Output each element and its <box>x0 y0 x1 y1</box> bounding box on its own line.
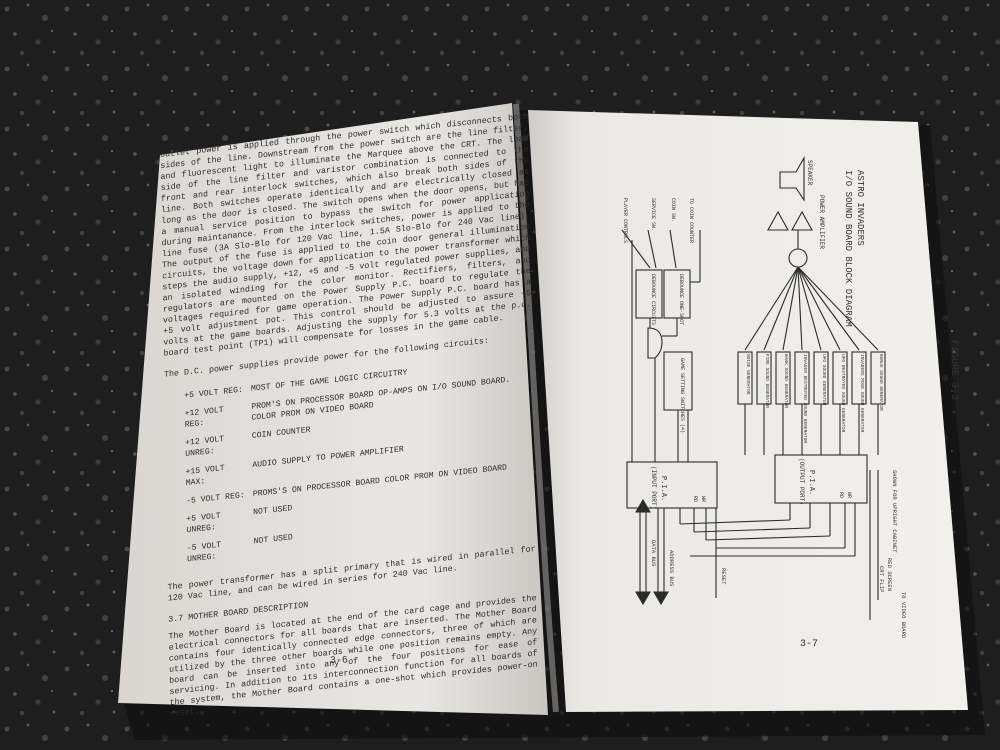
pia-output-sub: (OUTPUT PORT) <box>798 458 805 505</box>
diagram-title: I/O SOUND BOARD BLOCK DIAGRAM <box>843 170 853 327</box>
cabinet-label: SHOWN FOR UPRIGHT CABINET <box>891 470 898 553</box>
or-gate <box>647 327 663 359</box>
figure-label: FIGURE 3-3 <box>948 340 959 400</box>
power-amp-triangle <box>767 210 789 231</box>
game-setting-switches-label: GAME SETTING SWITCHES (4) <box>679 358 685 433</box>
power-amp-triangle-2 <box>791 210 813 231</box>
speaker-label: SPEAKER <box>806 160 813 186</box>
power-amp-label: POWER AMPLIFIER <box>818 195 825 249</box>
crt-flip-label: CRT FLIP <box>878 566 885 592</box>
book-gutter <box>513 103 559 713</box>
pia-input-sub: (INPUT PORT) <box>650 466 657 509</box>
supplies-table: +5 VOLT REG:MOST OF THE GAME LOGIC CIRCU… <box>184 352 535 570</box>
pia-input-rd: RD <box>692 496 698 502</box>
video-board-label: TO VIDEO BOARD <box>900 592 907 639</box>
right-page <box>528 110 968 712</box>
diagram-subtitle: ASTRO INVADERS <box>855 170 865 246</box>
pia-input-wr: WR <box>700 496 706 502</box>
pia-output-wr: WR <box>846 492 852 498</box>
debounce-circuits-box <box>635 269 663 319</box>
supply-reg: -5 VOLT UNREG: <box>186 540 222 565</box>
generator-label-2: BANK SOUND GENERATOR <box>783 354 789 408</box>
pia-input-box <box>626 461 718 509</box>
pia-output-box <box>774 454 868 504</box>
right-page-number: 3-7 <box>800 639 818 650</box>
input-label-3: TO COIN COUNTER <box>688 198 694 243</box>
pia-output-rd: RD <box>838 492 844 498</box>
address-bus-label: ADDRESS BUS <box>668 550 675 587</box>
left-page-text: outlet power is applied through the powe… <box>160 111 538 730</box>
data-bus-label: DATA BUS <box>650 540 657 567</box>
generator-label-0: NOISE GENERATOR <box>745 354 751 395</box>
power-paragraph: outlet power is applied through the powe… <box>160 111 532 359</box>
debounce-oneshot-label: DEBOUNCE ONE-SHOT <box>678 274 684 325</box>
generator-label-4: UFO SOUND GENERATOR <box>821 354 827 406</box>
data-bus <box>635 498 651 606</box>
generator-label-5: UFO DESTROYED SOUND GENERATOR <box>840 354 846 433</box>
reset-label: RESET <box>720 568 727 585</box>
generator-label-7: BONUS SOUND GENERATOR <box>878 354 884 411</box>
block-diagram: FIGURE 3-3 I/O SOUND BOARD BLOCK DIAGRAM… <box>621 155 959 639</box>
red-screen-label: RED SCREEN <box>886 558 893 591</box>
input-label-2: COIN SW. <box>670 198 676 222</box>
input-label-0: PLAYER CONTROLS <box>622 198 628 243</box>
debounce-circuits-label: DEBOUNCE CIRCUITS <box>650 274 656 325</box>
pia-input-title: P.I.A. <box>659 476 667 501</box>
left-page <box>118 103 548 715</box>
generator-label-3: INVADER DESTROYED SOUND GENERATOR <box>802 354 808 443</box>
input-label-1: SERVICE SW. <box>650 198 656 231</box>
generator-label-1: FIRE SOUND GENERATOR <box>764 354 770 408</box>
address-bus <box>653 508 669 606</box>
generator-label-6: INVADERS MOVE SOUND GENERATOR <box>859 354 865 433</box>
speaker-symbol <box>779 155 805 202</box>
pia-output-title: P.I.A. <box>807 470 815 495</box>
left-page-number: 3-6 <box>330 655 348 667</box>
